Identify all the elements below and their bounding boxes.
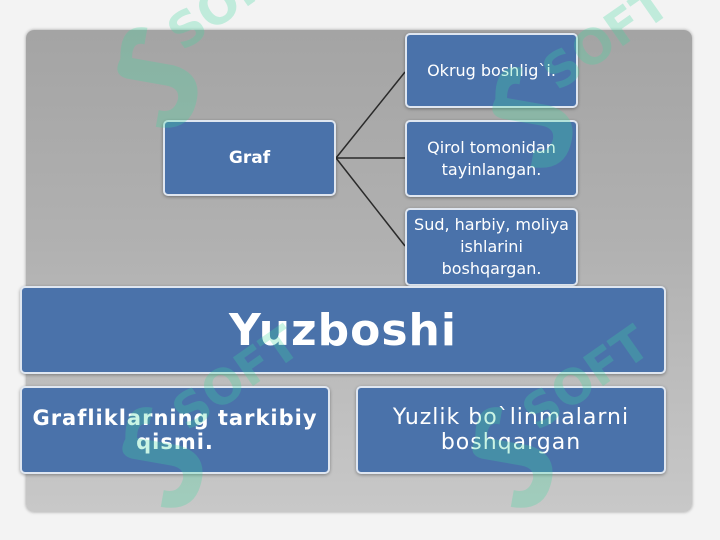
child-label-sud: Sud, harbiy, moliya ishlarini boshqargan… <box>414 215 569 278</box>
bottom-left-label: Grafliklarning tarkibiy qismi. <box>32 406 318 454</box>
graf-box: Graf <box>163 120 336 196</box>
bottom-left-box: Grafliklarning tarkibiy qismi. <box>20 386 330 474</box>
child-label-okrug: Okrug boshlig`i. <box>427 60 556 80</box>
title-label: Yuzboshi <box>229 304 457 356</box>
bottom-right-box: Yuzlik bo`linmalarni boshqargan <box>356 386 666 474</box>
graf-label: Graf <box>228 148 271 168</box>
child-label-qirol: Qirol tomonidan tayinlangan. <box>427 137 556 179</box>
child-box-okrug: Okrug boshlig`i. <box>405 33 578 108</box>
child-box-sud: Sud, harbiy, moliya ishlarini boshqargan… <box>405 208 578 286</box>
child-box-qirol: Qirol tomonidan tayinlangan. <box>405 120 578 197</box>
title-box-yuzboshi: Yuzboshi <box>20 286 666 374</box>
bottom-right-label: Yuzlik bo`linmalarni boshqargan <box>392 405 630 455</box>
